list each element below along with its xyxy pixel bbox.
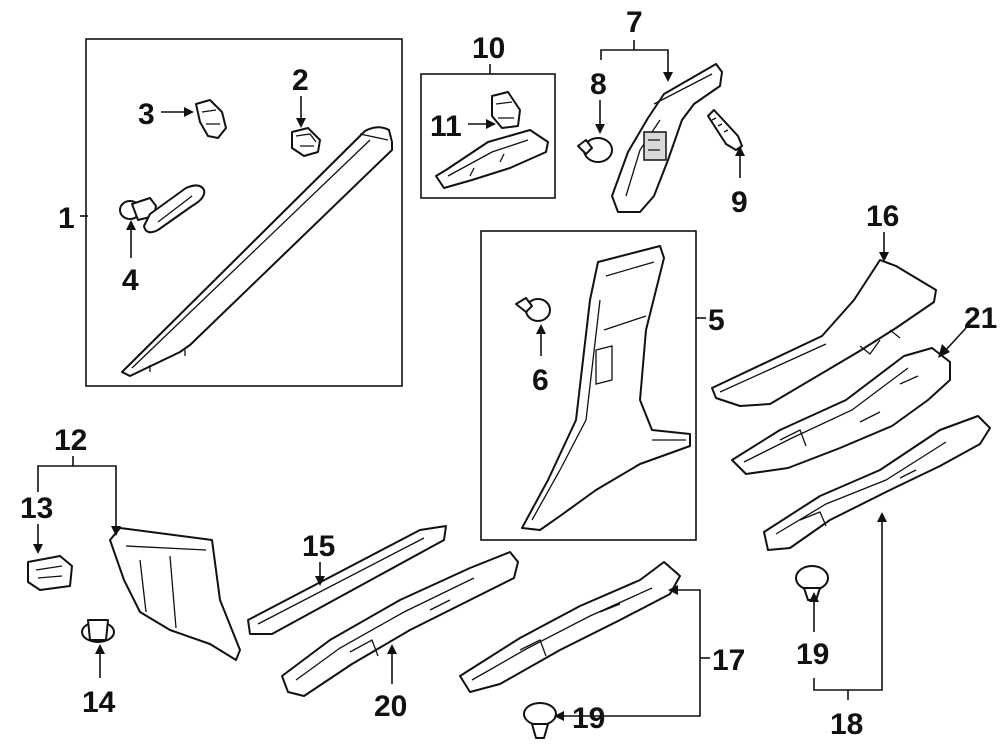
part-13-clip	[27, 555, 73, 591]
callout-1: 1	[58, 202, 75, 235]
part-11-clip	[491, 91, 521, 129]
part-19-clip-bottom	[523, 702, 557, 739]
part-1-a-pillar-trim	[121, 126, 393, 377]
callout-21: 21	[964, 302, 997, 335]
part-18-sill-bracket	[763, 415, 991, 551]
part-12-kick-panel	[109, 527, 241, 661]
part-10-bracket	[435, 129, 549, 189]
part-2-clip	[291, 127, 321, 157]
part-20-sill-bracket	[281, 551, 519, 697]
callout-3: 3	[138, 98, 155, 131]
group-box-5	[480, 230, 697, 541]
callout-15: 15	[302, 530, 335, 563]
part-9-bolt	[707, 109, 743, 151]
callout-17: 17	[712, 644, 745, 677]
callout-19-right: 19	[796, 638, 829, 671]
part-14-grommet	[81, 619, 115, 643]
callout-6: 6	[532, 364, 549, 397]
part-16-scuff-plate	[711, 259, 937, 407]
group-box-1	[85, 38, 403, 387]
callout-9: 9	[731, 186, 748, 219]
part-6-push-clip	[515, 297, 551, 322]
callout-13: 13	[20, 492, 53, 525]
callout-5: 5	[708, 304, 725, 337]
part-19-clip-right	[795, 565, 829, 601]
callout-2: 2	[292, 64, 309, 97]
part-21-sill-bracket	[731, 347, 951, 475]
callout-12: 12	[54, 424, 87, 457]
part-8-push-clip	[577, 137, 613, 163]
part-17-sill-bracket	[459, 561, 681, 693]
callout-4: 4	[122, 264, 139, 297]
callout-18: 18	[830, 708, 863, 741]
callout-10: 10	[472, 32, 505, 65]
callout-labels: 1 2 3 4 5 6 7 8 9 10 11 12 13 14 15 16 1…	[20, 6, 997, 741]
part-3-clip	[195, 99, 227, 139]
group-box-10	[420, 73, 556, 199]
callout-20: 20	[374, 690, 407, 723]
callout-11: 11	[430, 110, 462, 143]
part-4-grommet	[119, 184, 206, 234]
callout-16: 16	[866, 200, 899, 233]
part-5-b-pillar-lower-trim	[521, 245, 691, 531]
part-7-b-pillar-upper-trim	[611, 63, 723, 213]
callout-7: 7	[626, 6, 643, 39]
leader-lines	[33, 40, 967, 721]
part-15-sill-cover	[247, 525, 447, 635]
callout-8: 8	[590, 68, 607, 101]
callout-14: 14	[82, 686, 116, 719]
callout-19-bottom: 19	[572, 702, 605, 735]
